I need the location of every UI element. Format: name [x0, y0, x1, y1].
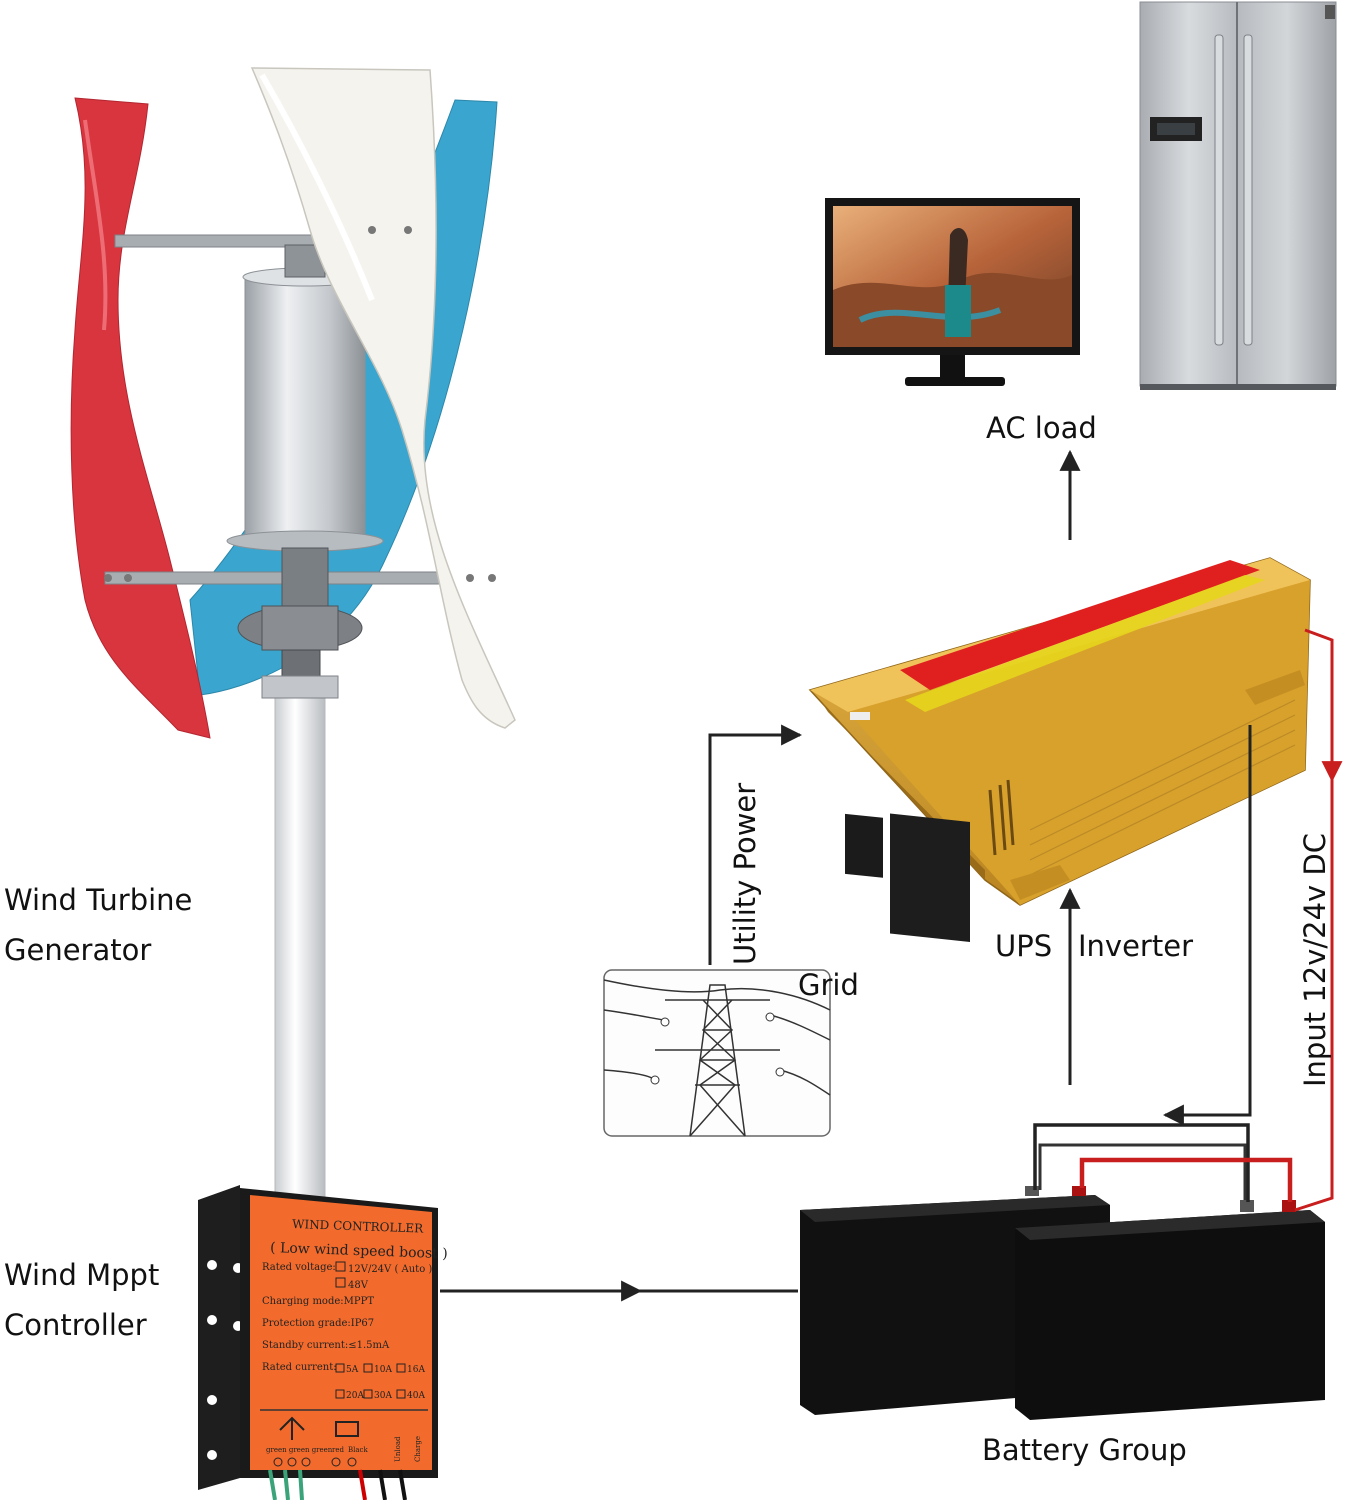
power-tower-icon: [603, 969, 831, 1137]
battery-terminal-icon: [335, 1421, 359, 1437]
battery-icon: [800, 1186, 1325, 1420]
wind-controller-icon: [198, 1185, 438, 1500]
label-utility-power: Utility Power: [728, 783, 762, 965]
current-opt-30a: 30A: [374, 1391, 392, 1401]
current-opt-10a: 10A: [374, 1365, 392, 1375]
checkbox-12v: [335, 1261, 346, 1272]
label-inverter: Inverter: [1078, 929, 1193, 963]
label-wind-turbine-line2: Generator: [4, 933, 151, 967]
inverter-icon: [808, 557, 1311, 942]
refrigerator-icon: [1139, 1, 1337, 390]
flow-arrows: [440, 449, 1343, 1302]
label-input-dc: Input 12v/24v DC: [1298, 833, 1332, 1087]
label-battery-group: Battery Group: [982, 1433, 1187, 1467]
turbine-terminal-icon: [279, 1416, 305, 1440]
label-mppt-line1: Wind Mppt: [4, 1258, 159, 1292]
arrow-inverter-to-battery: [1162, 725, 1252, 1126]
wind-turbine-icon: [70, 67, 516, 1201]
terminal-label-red: red: [332, 1446, 344, 1454]
controller-rated-voltage-label: Rated voltage:: [262, 1262, 336, 1273]
arrow-utility-power: [708, 724, 803, 965]
current-opt-20a: 20A: [346, 1391, 364, 1401]
terminal-label-charge: Charge: [414, 1436, 422, 1462]
dc-input-line: [1294, 628, 1334, 1212]
monitor-icon: [825, 198, 1080, 386]
current-opt-40a: 40A: [407, 1391, 425, 1401]
current-opt-16a: 16A: [407, 1365, 425, 1375]
checkbox-48v: [335, 1277, 346, 1288]
controller-protection-grade: Protection grade:IP67: [262, 1318, 374, 1329]
terminal-label-unload: Unload: [394, 1436, 402, 1462]
controller-voltage-opt1: 12V/24V ( Auto ): [348, 1264, 432, 1275]
controller-title: WIND CONTROLLER: [292, 1217, 425, 1236]
label-ups: UPS: [995, 929, 1052, 963]
label-grid: Grid: [798, 968, 859, 1002]
controller-standby-current: Standby current:≤1.5mA: [262, 1340, 390, 1351]
label-ac-load: AC load: [986, 411, 1097, 445]
controller-voltage-opt2: 48V: [348, 1280, 369, 1291]
controller-charging-mode: Charging mode:MPPT: [262, 1296, 374, 1307]
label-mppt-line2: Controller: [4, 1308, 147, 1342]
controller-subtitle: ( Low wind speed boost ): [270, 1240, 448, 1262]
controller-current-options: 5A 10A 16A 20A 30A 40A: [335, 1363, 425, 1401]
current-opt-5a: 5A: [346, 1365, 359, 1375]
controller-terminal-icons: green green green red Black Unload Charg…: [266, 1416, 422, 1467]
terminal-label-black: Black: [348, 1446, 368, 1454]
terminal-label-green: green green green: [266, 1446, 333, 1454]
label-wind-turbine-line1: Wind Turbine: [4, 883, 192, 917]
controller-rated-current-label: Rated current:: [262, 1362, 337, 1373]
